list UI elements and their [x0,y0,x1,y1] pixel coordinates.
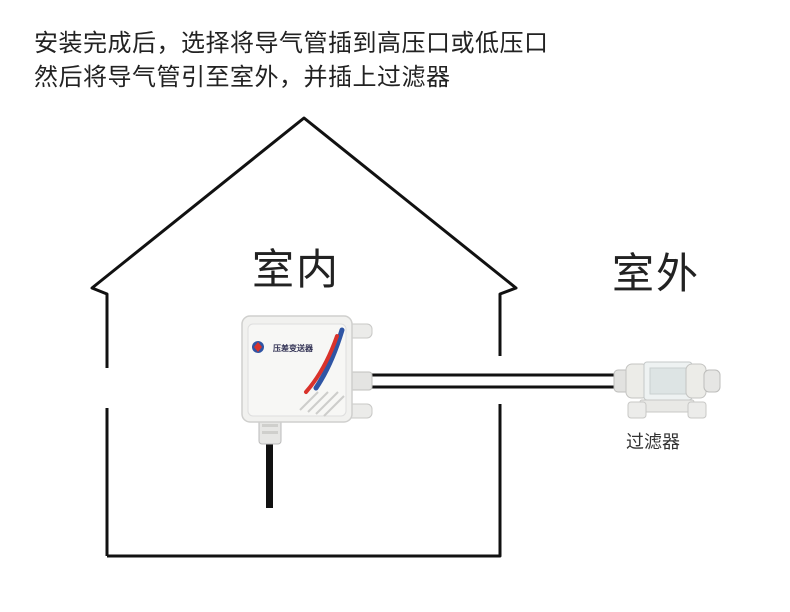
indoor-label: 室内 [252,245,341,294]
house-outline [90,116,518,558]
instruction-line-2: 然后将导气管引至室外，并插上过滤器 [34,63,451,91]
device-name-label: 压差变送器 [273,344,313,353]
outdoor-label: 室外 [612,249,701,298]
air-filter-icon [613,361,721,419]
instruction-line-1: 安装完成后，选择将导气管插到高压口或低压口 [34,29,549,57]
pressure-transmitter-icon [241,315,373,508]
air-tube [350,373,630,389]
filter-label: 过滤器 [626,432,680,453]
